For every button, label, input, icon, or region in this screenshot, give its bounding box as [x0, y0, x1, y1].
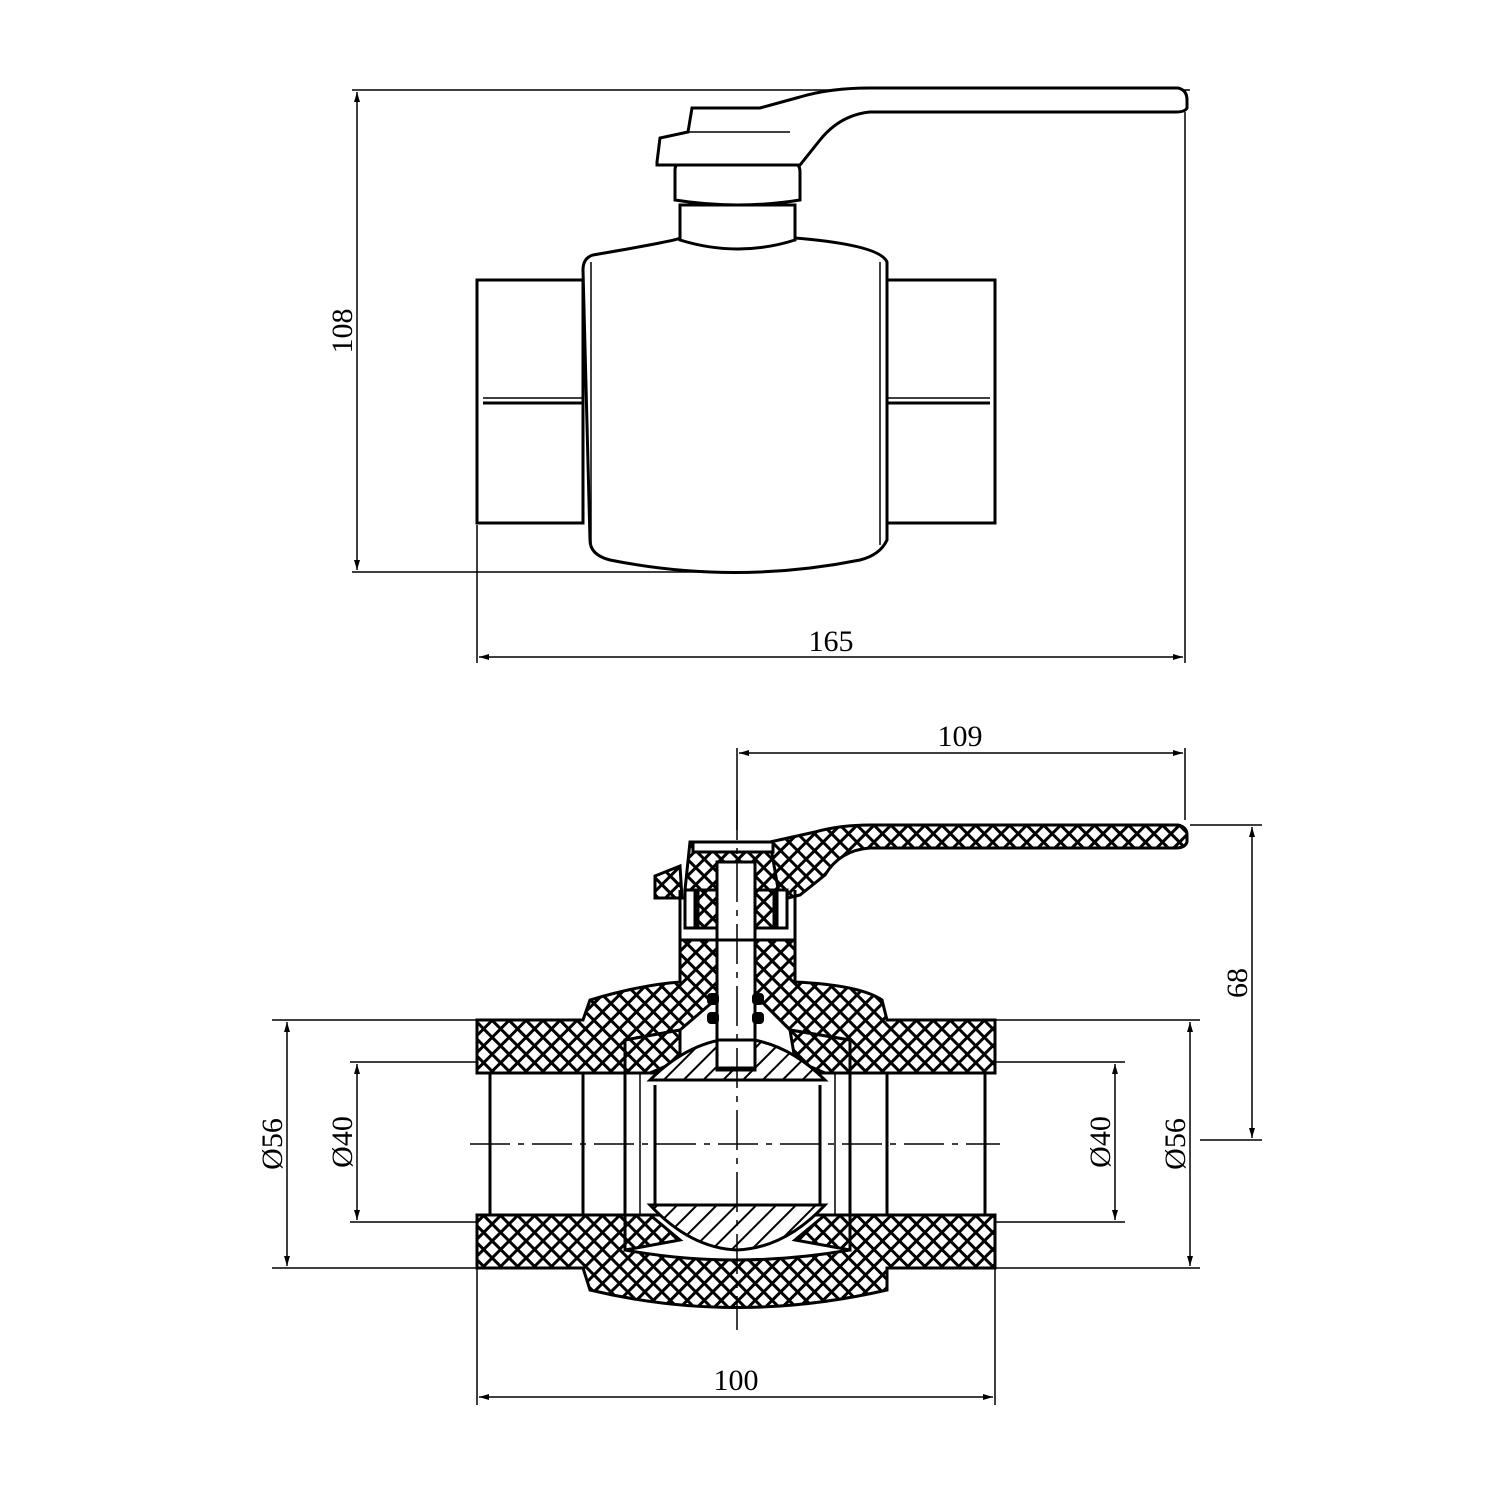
gland-right: [753, 888, 776, 930]
dimension-label-length: 165: [809, 625, 854, 658]
dimension-label-inner-diameter-right: Ø40: [1084, 1116, 1117, 1168]
o-rings: [707, 993, 764, 1024]
gland-left: [696, 888, 719, 930]
dimension-label-stem-height: 68: [1221, 968, 1254, 998]
valve-body: [581, 235, 889, 574]
top-view: 108 165: [326, 86, 1190, 663]
dimension-label-handle-reach: 109: [938, 720, 983, 753]
handle-stop: [653, 863, 684, 900]
valve-stem: [715, 860, 757, 1072]
dimension-label-outer-diameter-right: Ø56: [1159, 1118, 1192, 1170]
dimension-label-inner-diameter-left: Ø40: [326, 1116, 359, 1168]
lever-handle-section: [768, 823, 1189, 902]
dimension-label-body-length: 100: [714, 1364, 759, 1397]
body-section-upper: [475, 938, 997, 1075]
dimension-label-height: 108: [326, 309, 359, 354]
section-view: 109 68 Ø56 Ø40 Ø40 Ø56 100: [256, 720, 1262, 1405]
dimension-label-outer-diameter-left: Ø56: [256, 1118, 289, 1170]
stem-cap: [673, 160, 802, 207]
valve-neck: [678, 203, 797, 251]
lever-handle: [655, 86, 1189, 167]
body-section-lower: [475, 1213, 997, 1309]
